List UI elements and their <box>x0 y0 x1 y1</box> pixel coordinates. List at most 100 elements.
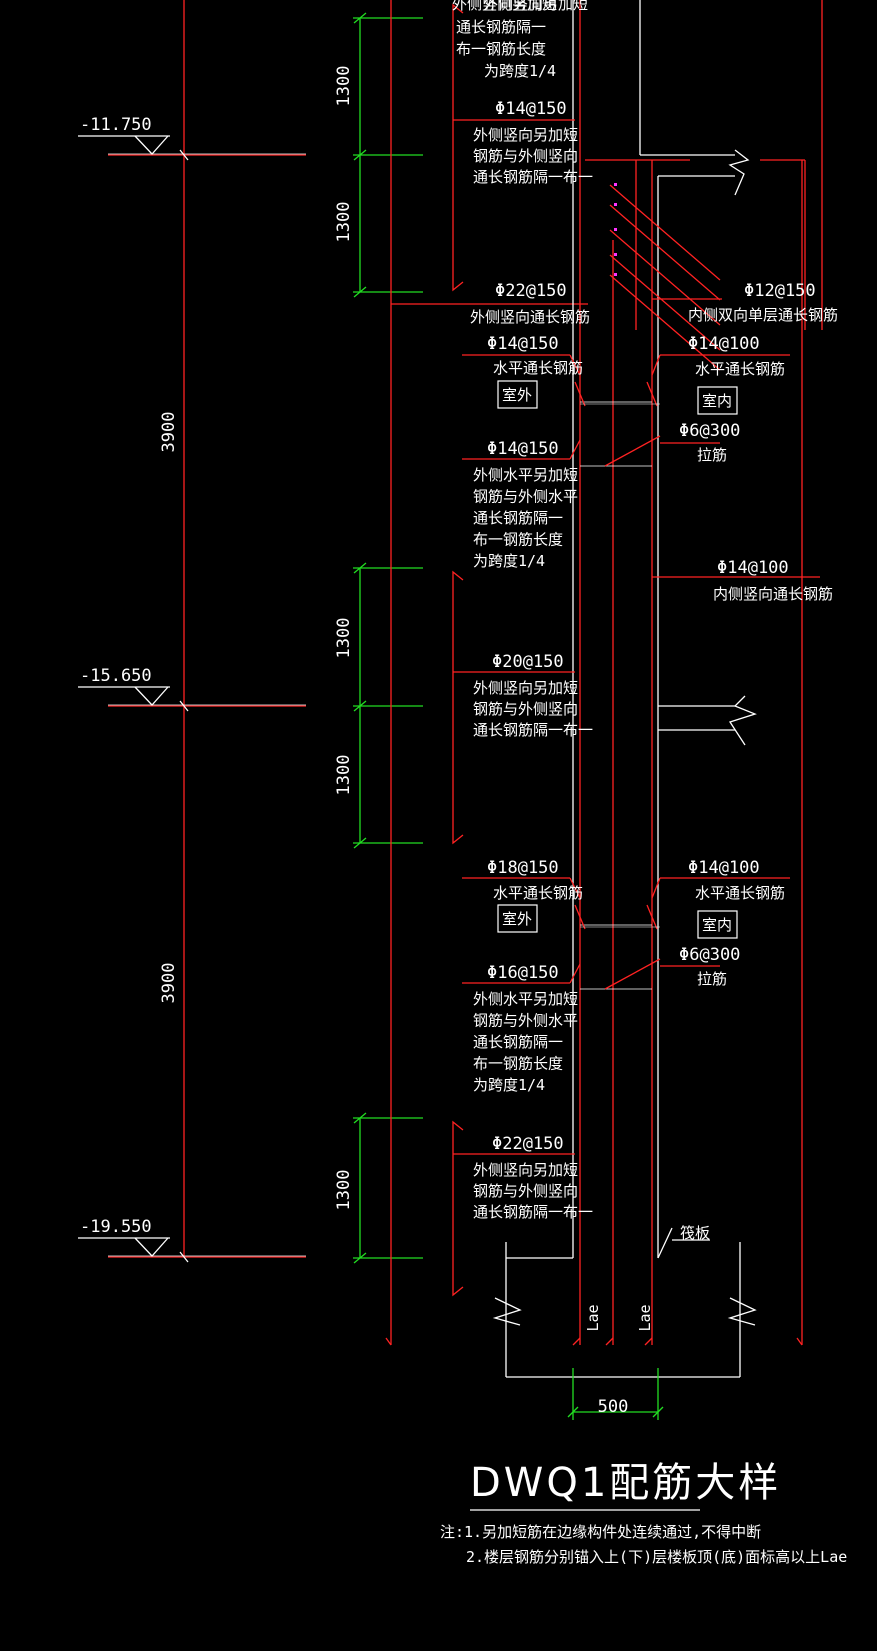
diagonal-lap-bar <box>609 184 721 281</box>
lap-marker <box>614 183 617 186</box>
tick <box>179 149 189 161</box>
dim-slash <box>353 12 367 24</box>
dim-slash <box>353 286 367 298</box>
tie-bar <box>604 958 661 990</box>
t2-spec: Φ22@150 <box>495 281 567 301</box>
lap-marker <box>614 253 617 256</box>
b1-desc-line-3: 通长钢筋隔一布一 <box>473 1203 593 1221</box>
v-in-desc: 内侧竖向通长钢筋 <box>713 585 833 603</box>
s1-leader-end <box>569 439 581 460</box>
h4-desc: 水平通长钢筋 <box>695 884 785 902</box>
hook <box>574 904 586 930</box>
b1-spec: Φ22@150 <box>492 1134 564 1154</box>
h2-spec: Φ14@100 <box>688 334 760 354</box>
h2-leader-end <box>651 354 661 376</box>
top-cut-1-line-1: 外侧竖向另加短 <box>483 0 588 13</box>
dim-mid-1300: 1300 <box>334 755 354 796</box>
hook <box>646 904 658 930</box>
top-cut-line-1: 外侧竖向另加短 <box>452 0 557 13</box>
tie1-desc: 拉筋 <box>697 446 727 464</box>
m1-spec: Φ20@150 <box>492 652 564 672</box>
dim-mid-1300: 1300 <box>334 1170 354 1211</box>
bar-hook <box>385 1337 392 1346</box>
break-symbol-2 <box>728 695 757 746</box>
h4-spec: Φ14@100 <box>688 858 760 878</box>
tick <box>179 1251 189 1263</box>
elevation-label: -15.650 <box>80 666 152 686</box>
outside-box-2 <box>497 904 538 933</box>
s1-desc-line-4: 布一钢筋长度 <box>473 531 563 549</box>
m1-desc-line-3: 通长钢筋隔一布一 <box>473 721 593 739</box>
break-symbol <box>728 149 750 196</box>
b1-desc-line-2: 钢筋与外侧竖向 <box>473 1182 578 1200</box>
t1-desc-line-2: 钢筋与外侧竖向 <box>473 147 578 165</box>
s2-desc-line-2: 钢筋与外侧水平 <box>473 1012 578 1030</box>
dim-slash <box>353 562 367 574</box>
short-bar <box>452 1120 464 1297</box>
inside-box <box>697 386 738 415</box>
note-1: 注:1.另加短筋在边缘构件处连续通过,不得中断 <box>440 1523 761 1541</box>
lap-marker <box>614 203 617 206</box>
hook <box>646 381 658 407</box>
elevation-label: -19.550 <box>80 1217 152 1237</box>
bar-hook <box>796 1337 803 1346</box>
short-bar <box>452 570 464 845</box>
s2-desc-line-5: 为跨度1/4 <box>473 1076 545 1094</box>
elevation-label: -11.750 <box>80 115 152 135</box>
top-cut-line-4: 为跨度1/4 <box>484 62 556 80</box>
s1-desc-line-3: 通长钢筋隔一 <box>473 509 563 527</box>
top-cut-line-3: 布一钢筋长度 <box>456 40 546 58</box>
s1-desc-line-1: 外侧水平另加短 <box>473 466 578 484</box>
t1-spec: Φ14@150 <box>495 99 567 119</box>
dim-500-slash <box>567 1406 579 1418</box>
dim-slash <box>353 700 367 712</box>
elevation-triangle <box>134 686 169 706</box>
raft-break-left <box>492 1297 522 1326</box>
h1-desc: 水平通长钢筋 <box>493 359 583 377</box>
inside-box-2 <box>697 910 738 939</box>
t1-desc-line-1: 外侧竖向另加短 <box>473 126 578 144</box>
lap-marker <box>614 228 617 231</box>
h3-desc: 水平通长钢筋 <box>493 884 583 902</box>
lap-marker <box>614 273 617 276</box>
outside-box <box>497 380 538 409</box>
s2-desc-line-1: 外侧水平另加短 <box>473 990 578 1008</box>
h3-spec: Φ18@150 <box>487 858 559 878</box>
s1-desc-line-2: 钢筋与外侧水平 <box>473 488 578 506</box>
m1-desc-line-2: 钢筋与外侧竖向 <box>473 700 578 718</box>
elevation-triangle <box>134 1237 169 1257</box>
inside-label-2: 室内 <box>702 916 732 934</box>
tie2-desc: 拉筋 <box>697 970 727 988</box>
s1-desc-line-5: 为跨度1/4 <box>473 552 545 570</box>
raft-break-right <box>727 1297 757 1326</box>
dim-left-3900-upper: 3900 <box>159 412 179 453</box>
diagonal-lap-bar <box>609 254 721 351</box>
t3-spec: Φ12@150 <box>744 281 816 301</box>
s2-desc-line-3: 通长钢筋隔一 <box>473 1033 563 1051</box>
anchor-hook <box>605 1337 614 1346</box>
h1-leader-end <box>569 354 581 376</box>
drawing-title: DWQ1配筋大样 <box>470 1460 781 1506</box>
t1-desc-line-3: 通长钢筋隔一布一 <box>473 168 593 186</box>
dim-slash <box>353 1112 367 1124</box>
s1-spec: Φ14@150 <box>487 439 559 459</box>
h3-leader-end <box>569 877 581 899</box>
top-cut-line-2: 通长钢筋隔一 <box>456 18 546 36</box>
short-bar <box>452 3 464 292</box>
dim-left-3900-lower: 3900 <box>159 963 179 1004</box>
h2-desc: 水平通长钢筋 <box>695 360 785 378</box>
dim-slash <box>353 1252 367 1264</box>
lae-label-2: Lae <box>636 1304 654 1331</box>
diagonal-lap-bar <box>609 229 721 326</box>
dim-mid-1300: 1300 <box>334 66 354 107</box>
note-2: 2.楼层钢筋分别锚入上(下)层楼板顶(底)面标高以上Lae <box>466 1548 847 1566</box>
elevation-triangle <box>134 135 169 155</box>
inside-label: 室内 <box>702 392 732 410</box>
diagonal-lap-bar <box>609 204 721 301</box>
s2-leader-end <box>569 963 581 984</box>
tick <box>179 700 189 712</box>
tie-bar <box>604 435 661 467</box>
v-in-spec: Φ14@100 <box>717 558 789 578</box>
h4-leader-end <box>651 877 661 899</box>
raft-leader <box>657 1227 673 1259</box>
